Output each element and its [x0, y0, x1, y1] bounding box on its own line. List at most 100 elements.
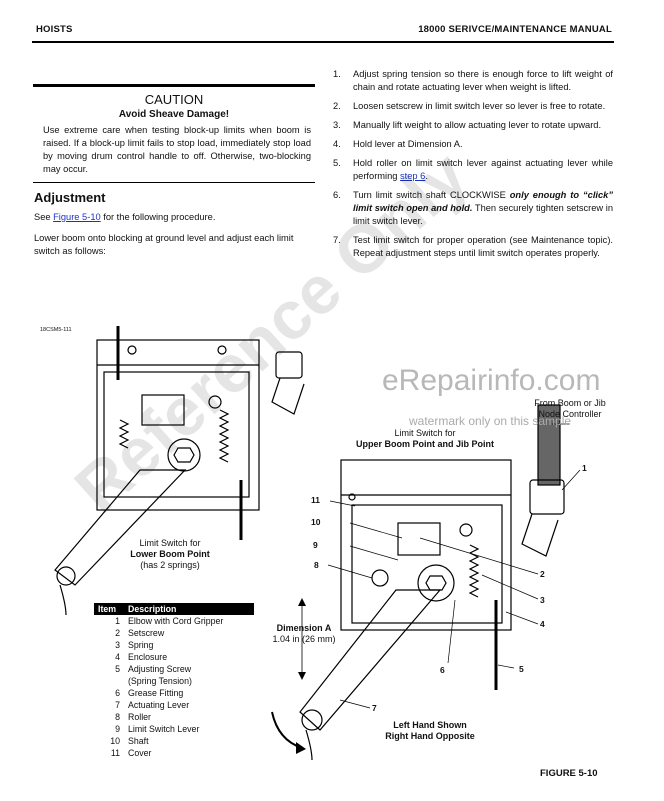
figure-5-10-link[interactable]: Figure 5-10 — [53, 212, 101, 222]
caption-line: Upper Boom Point and Jib Point — [356, 439, 494, 449]
caution-title: CAUTION — [144, 92, 204, 107]
manual-title: 18000 SERIVCE/MAINTENANCE MANUAL — [418, 24, 612, 35]
callout: 9 — [313, 540, 318, 550]
table-row: 8 Roller — [94, 711, 254, 723]
step-6-link[interactable]: step 6 — [400, 171, 426, 181]
step-text: Hold lever at Dimension A. — [353, 139, 463, 149]
see-figure-paragraph: See Figure 5-10 for the following proced… — [34, 211, 316, 224]
step-text: Manually lift weight to allow actuating … — [353, 120, 602, 130]
limit-switch-body — [397, 522, 441, 556]
adjustment-heading: Adjustment — [34, 190, 106, 205]
caution-end-rule — [33, 182, 315, 183]
see-post: for the following procedure. — [100, 212, 216, 222]
step-text: Adjust spring tension so there is enough… — [353, 69, 613, 92]
column-header: Item — [94, 603, 124, 615]
dimension-caption: Dimension A 1.04 in (26 mm) — [268, 623, 340, 645]
item-number: 10 — [110, 736, 120, 746]
step-text: Test limit switch for proper operation (… — [353, 235, 613, 258]
caption-line: Limit Switch for — [394, 428, 456, 438]
cord-gripper — [529, 479, 565, 515]
caution-box: CAUTION Avoid Sheave Damage! Use extreme… — [33, 84, 315, 176]
item-number: 5 — [115, 664, 120, 674]
figure-code: 18CSM5-111 — [40, 327, 72, 333]
item-number: 7 — [115, 700, 120, 710]
step-emphasis: only enough to “click” limit switch open… — [353, 190, 613, 213]
intro-paragraph: Lower boom onto blocking at ground level… — [34, 233, 294, 256]
upper-enclosure — [340, 459, 512, 631]
item-description: Cover — [128, 748, 152, 758]
list-item: 7. Test limit switch for proper operation… — [333, 234, 613, 260]
list-item: 2.Loosen setscrew in limit switch lever … — [333, 100, 613, 113]
callout: 4 — [540, 619, 545, 629]
step-text: Turn limit switch shaft CLOCKWISE — [353, 190, 510, 200]
spring — [118, 419, 130, 449]
step-text: Hold roller on limit switch lever agains… — [353, 158, 613, 181]
callout: 8 — [314, 560, 319, 570]
step-number: 1. — [333, 69, 341, 79]
item-number: 2 — [115, 628, 120, 638]
callout: 5 — [519, 664, 524, 674]
limit-switch-body — [141, 394, 185, 426]
item-description: Enclosure — [128, 652, 168, 662]
caption-line: (has 2 springs) — [140, 560, 200, 570]
section-label: HOISTS — [36, 24, 73, 35]
item-description: Adjusting Screw (Spring Tension) — [128, 664, 192, 686]
list-item: 6. Turn limit switch shaft CLOCKWISE only… — [333, 189, 613, 228]
table-row: 1 Elbow with Cord Gripper — [94, 615, 254, 627]
parts-table: Item Description 1 Elbow with Cord Grippe… — [94, 603, 254, 759]
step-number: 3. — [333, 120, 341, 130]
caption-line: Dimension A — [276, 623, 332, 633]
site-watermark: eRepairinfo.com — [382, 364, 601, 397]
step-text-end: . — [425, 171, 428, 181]
mount-hole — [217, 345, 227, 355]
table-row: 5 Adjusting Screw (Spring Tension) — [94, 663, 254, 687]
item-number: 8 — [115, 712, 120, 722]
actuating-lever — [54, 469, 187, 586]
item-number: 6 — [115, 688, 120, 698]
lower-caption: Limit Switch for Lower Boom Point (has 2… — [110, 538, 230, 571]
item-description: Grease Fitting — [128, 688, 184, 698]
table-row: 6 Grease Fitting — [94, 687, 254, 699]
item-description: Shaft — [128, 736, 149, 746]
lower-cover — [103, 371, 250, 498]
step-number: 4. — [333, 139, 341, 149]
see-pre: See — [34, 212, 54, 222]
callout: 7 — [372, 703, 377, 713]
item-number: 11 — [110, 748, 120, 758]
callout: 10 — [311, 517, 321, 527]
caution-body: Use extreme care when testing block-up l… — [43, 125, 311, 174]
actuating-lever — [299, 589, 442, 731]
caption-line: Left Hand Shown — [393, 720, 467, 730]
list-item: 3. Manually lift weight to allow actuatin… — [333, 119, 613, 132]
step-number: 7. — [333, 235, 341, 245]
list-item: 1. Adjust spring tension so there is enou… — [333, 68, 613, 94]
callout: 3 — [540, 595, 545, 605]
roller — [208, 395, 222, 409]
table-header-row: Item Description — [94, 603, 254, 615]
item-description: Elbow with Cord Gripper — [128, 616, 224, 626]
table-row: 11 Cover — [94, 747, 254, 759]
figure-title: FIGURE 5-10 — [540, 768, 598, 779]
step-number: 2. — [333, 101, 341, 111]
item-description: Limit Switch Lever — [128, 724, 200, 734]
roller — [459, 523, 473, 537]
spring — [218, 409, 230, 463]
caption-line: Limit Switch for — [139, 538, 201, 548]
step-number: 6. — [333, 190, 341, 200]
elbow — [521, 513, 559, 557]
hex-shaft — [173, 447, 195, 463]
item-description: Actuating Lever — [128, 700, 190, 710]
caution-subtitle: Avoid Sheave Damage! — [118, 109, 230, 120]
steps-list: 1. Adjust spring tension so there is enou… — [333, 68, 613, 266]
table-row: 3 Spring — [94, 639, 254, 651]
list-item: 5.Hold roller on limit switch lever agai… — [333, 157, 613, 183]
item-description: Roller — [128, 712, 151, 722]
item-number: 1 — [115, 616, 120, 626]
item-number: 3 — [115, 640, 120, 650]
table-row: 7 Actuating Lever — [94, 699, 254, 711]
elbow — [271, 377, 305, 415]
item-description: Spring — [128, 640, 154, 650]
caption-line: Right Hand Opposite — [385, 731, 475, 741]
